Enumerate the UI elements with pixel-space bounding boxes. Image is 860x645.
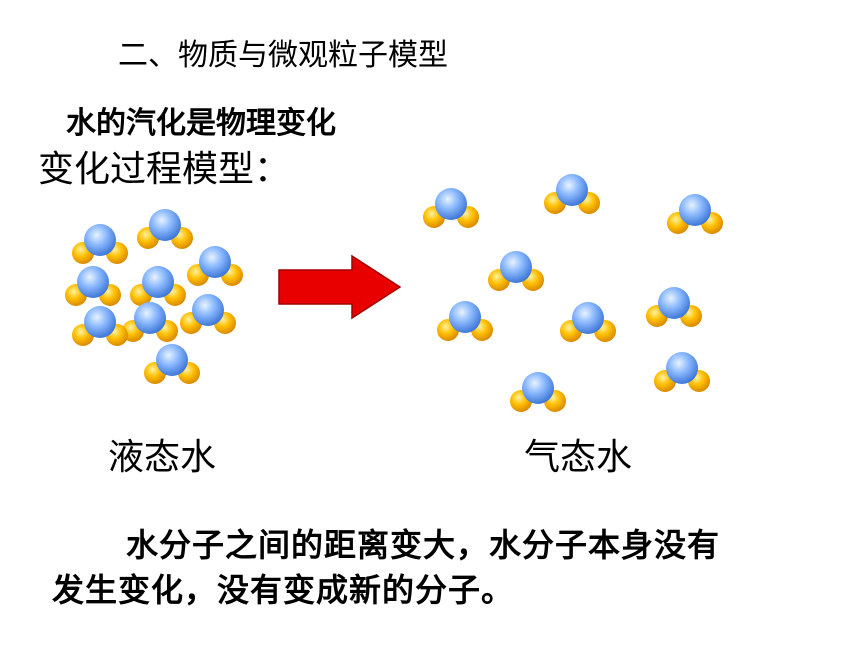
water-molecule-icon xyxy=(544,174,600,214)
water-molecule-icon xyxy=(654,352,710,392)
water-molecule-icon xyxy=(187,246,243,286)
conclusion-line-2: 发生变化，没有变成新的分子。 xyxy=(52,571,515,609)
water-molecule-icon xyxy=(560,302,616,342)
water-molecule-icon xyxy=(65,266,121,306)
gas-water-spread xyxy=(423,174,723,412)
water-molecule-icon xyxy=(510,372,566,412)
liquid-water-label: 液态水 xyxy=(108,437,217,478)
process-heading: 变化过程模型： xyxy=(38,149,291,190)
water-molecule-icon xyxy=(72,224,128,264)
water-molecule-icon xyxy=(137,209,193,249)
page-title: 二、物质与微观粒子模型 xyxy=(118,38,448,73)
water-molecule-icon xyxy=(144,344,200,384)
water-molecule-icon xyxy=(72,306,128,346)
water-molecule-icon xyxy=(122,302,178,342)
liquid-water-cluster xyxy=(65,209,243,384)
conclusion-line-1: 水分子之间的距离变大，水分子本身没有 xyxy=(126,526,721,564)
subtitle: 水的汽化是物理变化 xyxy=(66,106,336,141)
water-molecule-icon xyxy=(646,287,702,327)
right-arrow-icon xyxy=(278,254,402,320)
water-molecule-icon xyxy=(130,266,186,306)
water-molecule-icon xyxy=(423,188,479,228)
water-molecule-icon xyxy=(667,194,723,234)
water-molecule-icon xyxy=(437,301,493,341)
water-molecule-icon xyxy=(180,294,236,334)
gas-water-label: 气态水 xyxy=(524,437,633,478)
water-molecule-icon xyxy=(488,251,544,291)
